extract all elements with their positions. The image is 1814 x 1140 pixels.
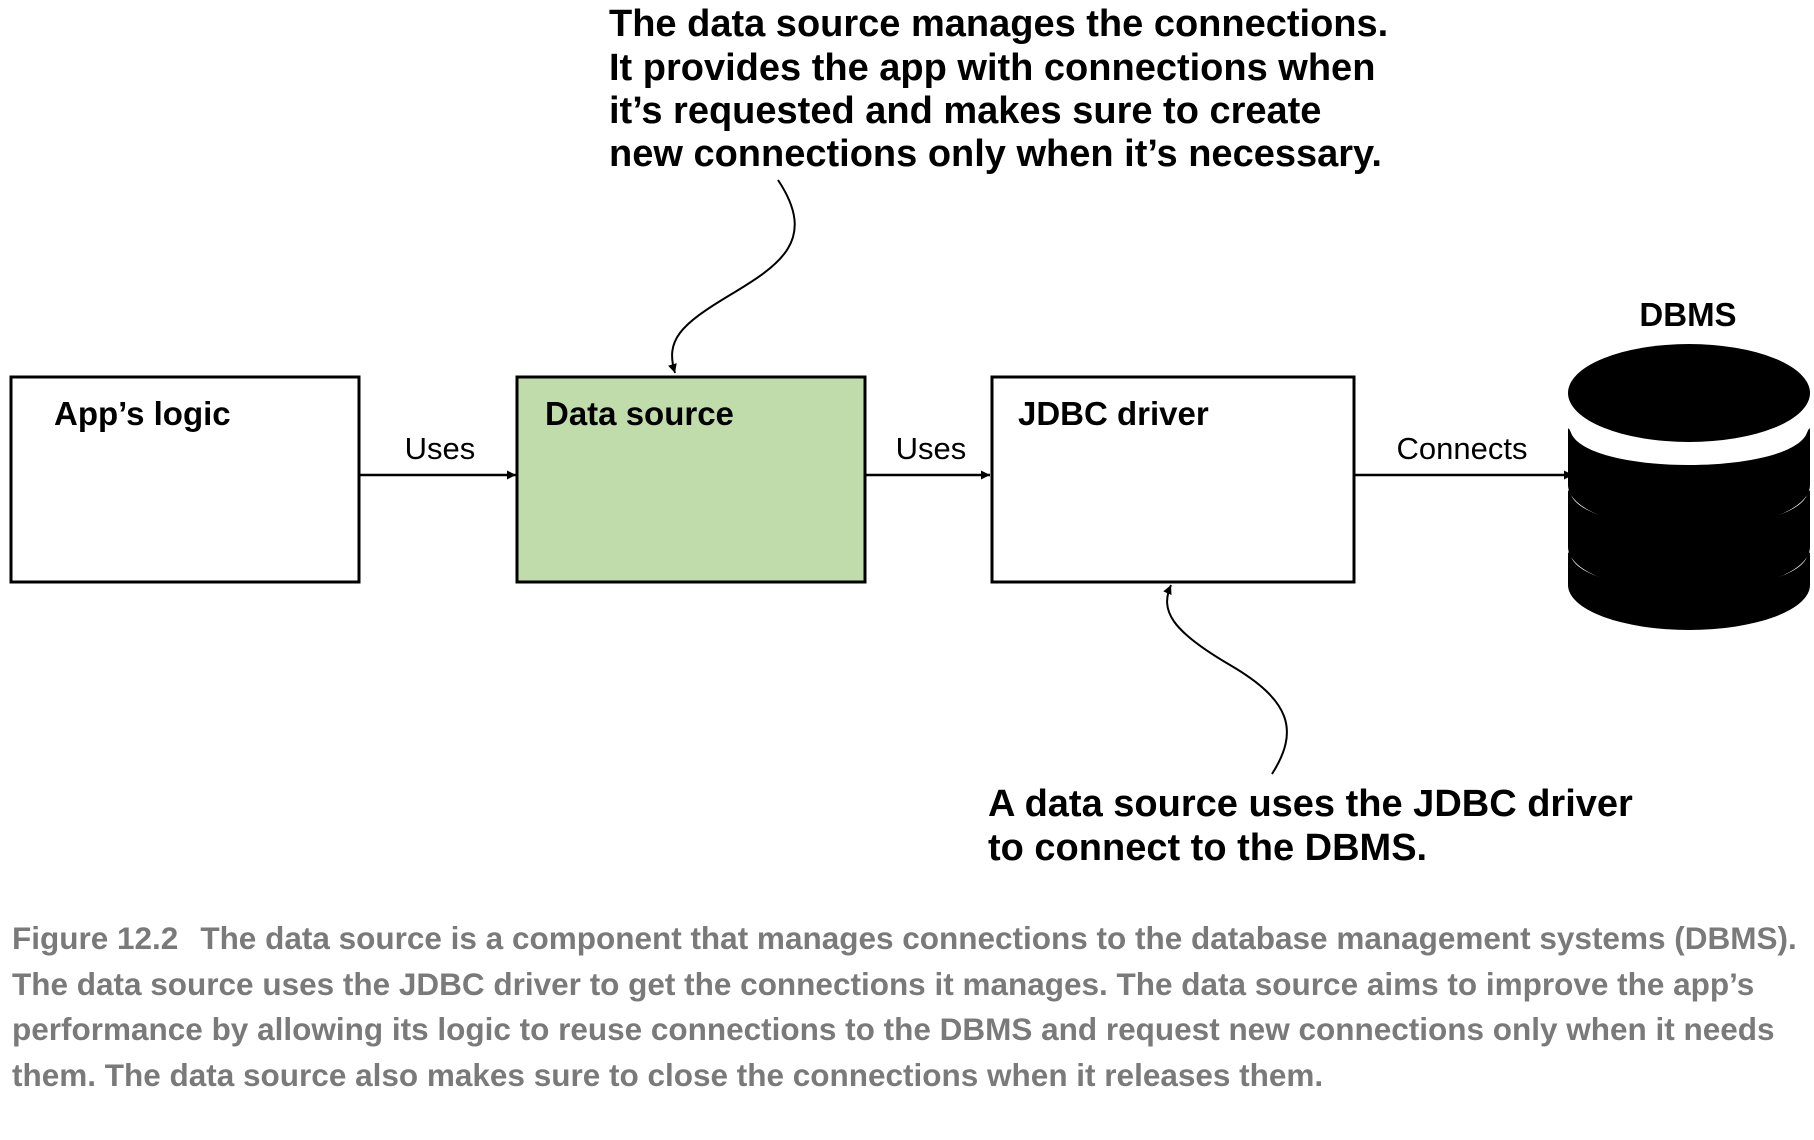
data-source-node: Data source — [515, 375, 867, 584]
architecture-diagram: The data source manages the connections.… — [9, 3, 1810, 869]
data-source-callout-pointer — [668, 179, 796, 374]
uses-label: Uses — [405, 431, 476, 466]
dbms-label: DBMS — [1639, 296, 1736, 333]
jdbc-callout-pointer — [1163, 584, 1288, 775]
jdbc-callout-line: to connect to the DBMS. — [988, 827, 1427, 869]
uses-label: Uses — [896, 431, 967, 466]
app-logic-label: App’s logic — [54, 395, 231, 432]
data-source-box — [515, 375, 867, 584]
jdbc-driver-node: JDBC driver — [990, 375, 1356, 584]
jdbc-callout: A data source uses the JDBC driver to co… — [988, 783, 1643, 869]
data-source-callout: The data source manages the connections.… — [609, 3, 1399, 175]
database-icon — [1568, 344, 1810, 630]
data-source-callout-line: The data source manages the connections. — [609, 3, 1388, 45]
figure-caption-text: The data source is a component that mana… — [12, 920, 1797, 1093]
figure-number: Figure 12.2 — [12, 920, 179, 956]
app-logic-node: App’s logic — [9, 375, 361, 584]
jdbc-driver-label: JDBC driver — [1018, 395, 1209, 432]
connects-label: Connects — [1397, 431, 1528, 466]
data-source-callout-line: new connections only when it’s necessary… — [609, 133, 1382, 175]
jdbc-callout-line: A data source uses the JDBC driver — [988, 783, 1633, 825]
data-source-label: Data source — [545, 395, 734, 432]
data-source-callout-line: it’s requested and makes sure to create — [609, 90, 1321, 132]
data-source-callout-line: It provides the app with connections whe… — [609, 47, 1375, 89]
